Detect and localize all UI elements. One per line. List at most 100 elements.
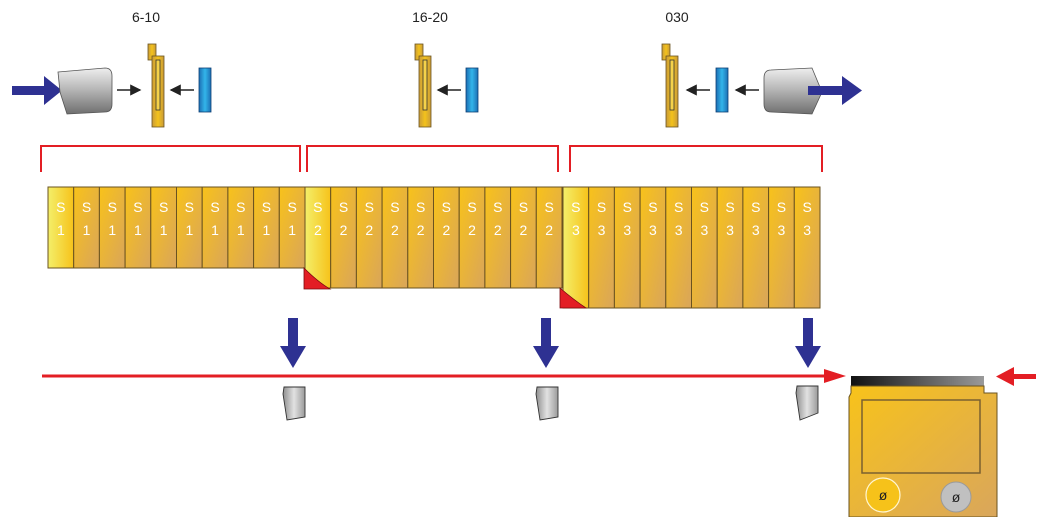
strip-cell: S2 [458,186,486,289]
output-device: ø ø [848,376,998,517]
device-button-right[interactable] [940,481,972,513]
strip-cell: S3 [691,186,718,309]
cell-letter: S [544,199,553,215]
strip-cell: S1 [73,186,100,269]
cell-digit: 3 [598,222,606,238]
cell-digit: 3 [623,222,631,238]
cell-digit: 2 [391,222,399,238]
strip-cell: S3 [639,186,667,309]
cell-letter: S [82,199,91,215]
part-icon-1 [282,386,306,421]
cell-letter: S [133,199,142,215]
part-icon-3 [795,385,819,421]
cell-digit: 2 [468,222,476,238]
cell-letter: S [751,199,760,215]
cell-digit: 2 [545,222,553,238]
cell-digit: 1 [211,222,219,238]
strip-cell: S2 [330,186,357,289]
cell-letter: S [287,199,296,215]
cell-digit: 1 [237,222,245,238]
cell-digit: 2 [314,222,322,238]
cell-digit: 1 [288,222,296,238]
cell-letter: S [185,199,194,215]
cell-letter: S [519,199,528,215]
strip-cell: S2 [535,186,563,289]
cell-digit: 3 [675,222,683,238]
strip-cell: S1 [278,186,306,269]
cell-digit: 2 [417,222,425,238]
rail-arrow-icon [824,369,846,383]
part-icon-2 [535,386,559,421]
cell-digit: 2 [442,222,450,238]
cell-digit: 3 [803,222,811,238]
down-arrow-icon-3 [795,318,821,368]
strip-cell: S2 [510,186,537,289]
tool-holder-icon-3 [661,43,679,128]
strip-cell: S1 [227,186,255,269]
cell-letter: S [802,199,811,215]
cell-letter: S [700,199,709,215]
workpiece-out-icon [763,67,823,115]
cell-digit: 2 [340,222,348,238]
cell-digit: 1 [160,222,168,238]
stage-label-2: 16-20 [412,9,448,25]
cell-letter: S [674,199,683,215]
strip-cell: S1 [98,186,126,269]
cell-digit: 3 [649,222,657,238]
cell-letter: S [365,199,374,215]
cell-digit: 1 [83,222,91,238]
stage-marker-2 [303,267,332,290]
cell-digit: 1 [185,222,193,238]
cell-digit: 1 [108,222,116,238]
cell-letter: S [339,199,348,215]
cell-digit: 3 [700,222,708,238]
stage-label-1: 6-10 [132,9,160,25]
cell-letter: S [597,199,606,215]
strip-cell: S2 [304,186,332,289]
cell-letter: S [648,199,657,215]
stage-label-3: 030 [665,9,689,25]
strip-cell: S1 [150,186,178,269]
cell-letter: S [159,199,168,215]
down-arrow-icon-1 [280,318,306,368]
strip-cell: S3 [716,186,744,309]
cell-letter: S [725,199,734,215]
tool-holder-icon-2 [414,43,432,128]
strip-cell: S2 [355,186,383,289]
device-button-left[interactable] [865,477,901,513]
workpiece-in-icon [57,67,113,115]
tool-holder-icon-1 [147,43,165,128]
input-arrow-icon [12,76,62,105]
cell-letter: S [571,199,580,215]
strip-cell: S3 [768,186,795,309]
stage-marker-3 [559,287,588,309]
cell-letter: S [262,199,271,215]
strip-cell: S1 [124,186,152,269]
cell-letter: S [108,199,117,215]
cell-letter: S [313,199,322,215]
cell-letter: S [777,199,786,215]
stage-bracket-3 [569,145,823,172]
cell-letter: S [467,199,476,215]
cell-digit: 1 [57,222,65,238]
strip-cell: S2 [433,186,460,289]
device-button-right-label: ø [952,489,961,505]
cell-letter: S [56,199,65,215]
cell-letter: S [493,199,502,215]
cell-digit: 1 [134,222,142,238]
strip-cell: S1 [47,186,75,269]
strip-cell: S3 [613,186,641,309]
cell-digit: 3 [778,222,786,238]
strip-cell: S2 [381,186,409,289]
cell-digit: 1 [263,222,271,238]
cell-digit: 3 [572,222,580,238]
lens-icon-3 [715,67,729,113]
lens-icon-1 [198,67,212,113]
strip-cell: S3 [562,186,590,309]
cell-letter: S [390,199,399,215]
cell-letter: S [416,199,425,215]
stage-bracket-2 [306,145,559,172]
output-arrow-icon [808,76,862,105]
cell-digit: 3 [726,222,734,238]
